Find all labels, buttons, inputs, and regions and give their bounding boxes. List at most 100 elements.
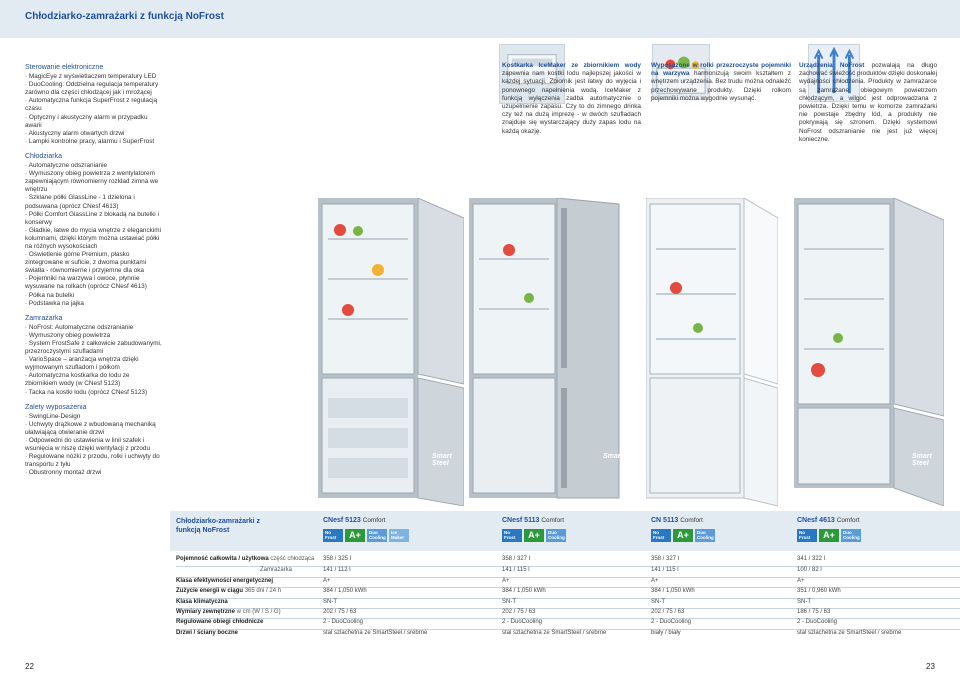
model-line: Comfort [362, 517, 386, 524]
model-line: Comfort [836, 517, 860, 524]
feature-item: Półki Comfort GlassLine z blokadą na but… [25, 211, 163, 227]
feature-item: Automatyczna funkcja SuperFrost z regula… [25, 97, 163, 113]
spec-row: Wymiary zewnętrzne w cm (W / S / G) 202 /… [176, 608, 960, 618]
spec-label-sub: 365 dni / 24 h [244, 588, 282, 595]
spec-value: 186 / 75 / 63 [797, 609, 831, 615]
spec-label: Zamrażarka [176, 567, 302, 573]
section-title: Zalety wyposażenia [25, 403, 87, 411]
section-title: Sterowanie elektroniczne [25, 64, 104, 71]
spec-value: 202 / 75 / 63 [502, 609, 536, 615]
spec-label-main: Pojemność całkowita / użytkowa [176, 556, 269, 562]
spec-value: 141 / 115 l [651, 567, 679, 574]
nofrost-photo [808, 44, 860, 102]
spec-row: Zużycie energii w ciągu 365 dni / 24 h 38… [176, 587, 960, 597]
spec-label: Klasa klimatyczna [176, 599, 302, 605]
spec-value: 384 / 1,050 kWh [502, 588, 546, 595]
smartsteel-label: Smart Steel [912, 453, 932, 467]
feature-item: Gładkie, łatwe do mycia wnętrze z elegan… [25, 227, 163, 251]
section-title: Zamrażarka [25, 314, 63, 322]
spec-value: 2 - DuoCooling [797, 619, 838, 626]
model-line: Comfort [680, 517, 703, 524]
feature-item: Uchwyty drążkowe z wbudowaną mechaniką u… [25, 421, 163, 437]
feature-item: Obustronny montaż drzwi [25, 469, 163, 477]
feature-badge: Ice Maker [389, 529, 409, 542]
spec-label: Wymiary zewnętrzne w cm (W / S / G) [176, 609, 302, 615]
feature-item: Szklane półki GlassLine - 1 dzielona i p… [25, 194, 163, 210]
feature-nofrost-title: Urządzenia NoFrost [799, 62, 865, 69]
model-heading: CNesf 4613 Comfort [797, 517, 859, 524]
feature-badge: No Frost [502, 529, 522, 542]
spec-label-main: Regulowane obiegi chłodnicze [176, 619, 264, 626]
feature-badge: No Frost [797, 529, 817, 542]
section-title: Chłodziarka [25, 152, 62, 160]
spec-label-main: Zużycie energii w ciągu [176, 588, 244, 595]
feature-icemaker-title: Kostkarka IceMaker ze zbiornikiem wody [502, 62, 641, 69]
spec-value: 384 / 1,050 kWh [323, 588, 367, 595]
feature-badge: A+ [345, 529, 365, 542]
fridge-cnesf-5123: Smart Steel [318, 197, 465, 507]
feature-badge: Duo Cooling [367, 529, 387, 542]
feature-badge: Duo Cooling [546, 529, 566, 542]
spec-value: 100 / 82 l [797, 567, 822, 574]
feature-item: Automatyczne odszranianie [25, 162, 163, 170]
model-name: CNesf 5123 [323, 517, 361, 524]
spec-value: stal szlachetna ze SmartSteel / srebrne [323, 629, 428, 636]
spec-value: A+ [651, 577, 659, 584]
spec-value: 341 / 322 l [797, 556, 826, 562]
feature-item: System FrostSafe z całkowicie zabudowany… [25, 340, 163, 356]
spec-value: biały / biały [651, 629, 681, 636]
model-heading: CNesf 5123 Comfort [323, 517, 385, 524]
spec-label-sub: część chłodząca [270, 556, 315, 562]
spec-value: SN-T [797, 598, 811, 605]
spec-value: 141 / 112 l [323, 567, 351, 574]
spec-value: 141 / 115 l [502, 567, 530, 574]
fridge-cnesf-5113: Smart Steel [469, 197, 645, 506]
model-line: Comfort [541, 517, 565, 524]
spec-label-main: Wymiary zewnętrzne [176, 609, 235, 615]
spec-label-sub: w cm (W / S / G) [236, 609, 281, 615]
feature-item: DuoCooling: Oddzielna regulacja temperat… [25, 81, 163, 97]
spec-value: A+ [323, 577, 331, 584]
smartsteel-label: Smart Steel [432, 453, 452, 467]
spec-row: Regulowane obiegi chłodnicze 2 - DuoCool… [176, 618, 960, 628]
icemaker-photo [499, 44, 565, 104]
spec-value: 2 - DuoCooling [323, 619, 364, 626]
spec-label: Zużycie energii w ciągu 365 dni / 24 h [176, 588, 302, 594]
feature-item: Regulowane nóżki z przodu, rolki i uchwy… [25, 453, 163, 469]
spec-value: SN-T [651, 598, 665, 605]
feature-item: Oświetlenie górne Premium, płasko zinteg… [25, 251, 163, 275]
feature-nofrost-text: pozwalają na długo zachować świeżość pro… [799, 62, 938, 143]
feature-item: Wymuszony obieg powietrza [25, 332, 163, 340]
page-number-left: 22 [25, 662, 34, 671]
smartsteel-label: Smart Steel [603, 453, 642, 460]
spec-label-main: Klasa klimatyczna [176, 598, 228, 605]
fridge-cn-5113 [645, 197, 779, 507]
spec-label-main: Drzwi / ściany boczne [176, 629, 239, 636]
feature-item: SwingLine-Design [25, 413, 163, 421]
feature-item: MagicEye z wyświetlaczem temperatury LED [25, 73, 163, 81]
spec-label: Regulowane obiegi chłodnicze [176, 619, 302, 625]
fridge-cnesf-4613: Smart Steel [794, 197, 945, 507]
model-heading: CNesf 5113 Comfort [502, 517, 564, 524]
model-name: CN 5113 [651, 517, 679, 524]
crisper-photo [652, 44, 710, 100]
spec-label: Pojemność całkowita / użytkowa część chł… [176, 556, 314, 562]
feature-list: Sterowanie elektroniczneMagicEye z wyświ… [25, 64, 163, 478]
feature-item: VarioSpace – aranżacja wnętrza dzięki wy… [25, 356, 163, 372]
feature-badge: No Frost [323, 529, 343, 542]
feature-item: Akustyczny alarm otwartych drzwi [25, 130, 163, 138]
spec-label-sub: Zamrażarka [260, 567, 293, 574]
feature-item: Półka na butelki [25, 292, 163, 300]
spec-value: stal szlachetna ze SmartSteel / srebrne [797, 629, 902, 636]
spec-value: 202 / 75 / 63 [323, 609, 357, 615]
feature-crisper: Wyposażone w rolki przezroczyste pojemni… [651, 62, 791, 103]
feature-crisper-title: Wyposażone w rolki przezroczyste pojemni… [651, 62, 791, 78]
feature-item: Tacka na kostki lodu (oprócz CNesf 5123) [25, 389, 163, 397]
spec-value: 2 - DuoCooling [502, 619, 543, 626]
feature-badge: Duo Cooling [695, 529, 715, 542]
